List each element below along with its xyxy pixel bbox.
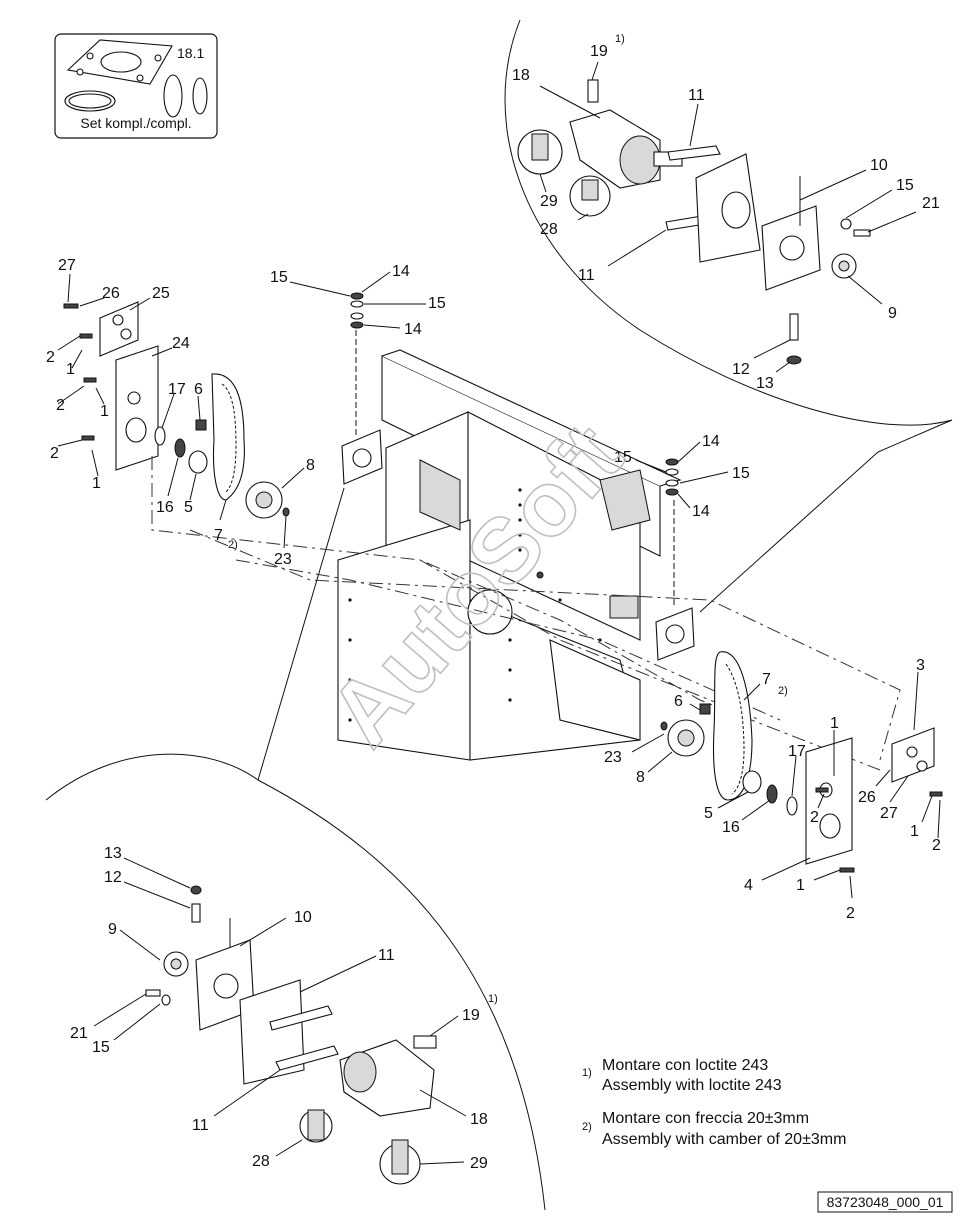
label-r-26: 26: [858, 789, 876, 806]
label-bl-19-note: 1): [488, 993, 498, 1005]
label-tr-12: 12: [732, 361, 750, 378]
label-c-15d: 15: [732, 465, 750, 482]
label-r-16: 16: [722, 819, 740, 836]
note-2-line-2: Assembly with camber of 20±3mm: [602, 1131, 846, 1148]
label-tl-6: 6: [194, 381, 203, 398]
label-tr-21: 21: [922, 195, 940, 212]
label-tr-15: 15: [896, 177, 914, 194]
kit-number: 18.1: [177, 45, 204, 61]
label-tr-19: 19: [590, 43, 608, 60]
label-tl-7: 7: [214, 527, 223, 544]
drawing-number-box: 83723048_000_01: [817, 1191, 953, 1213]
label-r-1b: 1: [910, 823, 919, 840]
drawing-number: 83723048_000_01: [827, 1194, 944, 1210]
label-c-14a: 14: [392, 263, 410, 280]
label-tl-23: 23: [274, 551, 292, 568]
label-tl-26: 26: [102, 285, 120, 302]
left-drive-assembly: [63, 301, 290, 519]
label-c-14b: 14: [404, 321, 422, 338]
label-tr-11b: 11: [578, 267, 595, 284]
right-drive-assembly: [660, 651, 943, 873]
note-1-line-1: Montare con loctite 243: [602, 1057, 768, 1074]
label-bl-11b: 11: [192, 1117, 209, 1134]
label-r-3: 3: [916, 657, 925, 674]
label-bl-9: 9: [108, 921, 117, 938]
label-tr-10: 10: [870, 157, 888, 174]
label-tr-19-note: 1): [615, 33, 625, 45]
label-r-1c: 1: [796, 877, 805, 894]
label-r-2c: 2: [846, 905, 855, 922]
label-tr-18: 18: [512, 67, 530, 84]
label-tr-11a: 11: [688, 87, 705, 104]
label-r-4: 4: [744, 877, 753, 894]
label-bl-18: 18: [470, 1111, 488, 1128]
label-tl-27: 27: [58, 257, 76, 274]
label-tl-2b: 2: [56, 397, 65, 414]
label-r-7-note: 2): [778, 685, 788, 697]
label-tl-2a: 2: [46, 349, 55, 366]
label-tl-2c: 2: [50, 445, 59, 462]
note-1-marker: 1): [582, 1067, 592, 1079]
label-tl-16: 16: [156, 499, 174, 516]
label-tl-17: 17: [168, 381, 186, 398]
motor-detail-top: [517, 79, 871, 365]
note-2-marker: 2): [582, 1121, 592, 1133]
label-tr-13: 13: [756, 375, 774, 392]
label-r-7: 7: [762, 671, 771, 688]
label-tr-9: 9: [888, 305, 897, 322]
callout-top-right: [504, 19, 953, 613]
note-1-line-2: Assembly with loctite 243: [602, 1077, 782, 1094]
motor-detail-bottom: [145, 885, 437, 1185]
label-c-14d: 14: [692, 503, 710, 520]
label-bl-29: 29: [470, 1155, 488, 1172]
label-tr-28: 28: [540, 221, 558, 238]
label-bl-19: 19: [462, 1007, 480, 1024]
label-r-27: 27: [880, 805, 898, 822]
label-bl-13: 13: [104, 845, 122, 862]
label-bl-11a: 11: [378, 947, 395, 964]
label-bl-21: 21: [70, 1025, 88, 1042]
label-bl-10: 10: [294, 909, 312, 926]
center-plate-assembly: [341, 292, 695, 661]
main-frame: [337, 349, 682, 761]
label-r-5: 5: [704, 805, 713, 822]
note-2-line-1: Montare con freccia 20±3mm: [602, 1110, 809, 1127]
label-tl-5: 5: [184, 499, 193, 516]
label-r-2b: 2: [932, 837, 941, 854]
label-tl-7-note: 2): [228, 539, 238, 551]
label-tl-1a: 1: [66, 361, 75, 378]
label-tl-24: 24: [172, 335, 190, 352]
label-r-1a: 1: [830, 715, 839, 732]
label-r-6: 6: [674, 693, 683, 710]
kit-box: 18.1 Set kompl./compl.: [54, 33, 218, 139]
label-bl-15: 15: [92, 1039, 110, 1056]
label-r-17: 17: [788, 743, 806, 760]
leader-lines: [57, 61, 941, 1165]
callout-bottom-left: [45, 487, 546, 1211]
label-bl-12: 12: [104, 869, 122, 886]
label-tl-8: 8: [306, 457, 315, 474]
label-r-8: 8: [636, 769, 645, 786]
label-c-14c: 14: [702, 433, 720, 450]
label-r-23: 23: [604, 749, 622, 766]
label-tl-1c: 1: [92, 475, 101, 492]
label-bl-28: 28: [252, 1153, 270, 1170]
label-r-2a: 2: [810, 809, 819, 826]
label-tr-29: 29: [540, 193, 558, 210]
label-c-15b: 15: [428, 295, 446, 312]
part-labels: 19 1) 18 11 10 15 21 29 28 11 9 12 13 27…: [46, 33, 941, 1172]
label-c-15c: 15: [614, 449, 632, 466]
label-tl-25: 25: [152, 285, 170, 302]
assembly-notes: 1) Montare con loctite 243 Assembly with…: [582, 1057, 846, 1148]
label-c-15a: 15: [270, 269, 288, 286]
label-tl-1b: 1: [100, 403, 109, 420]
kit-caption: Set kompl./compl.: [80, 115, 191, 131]
